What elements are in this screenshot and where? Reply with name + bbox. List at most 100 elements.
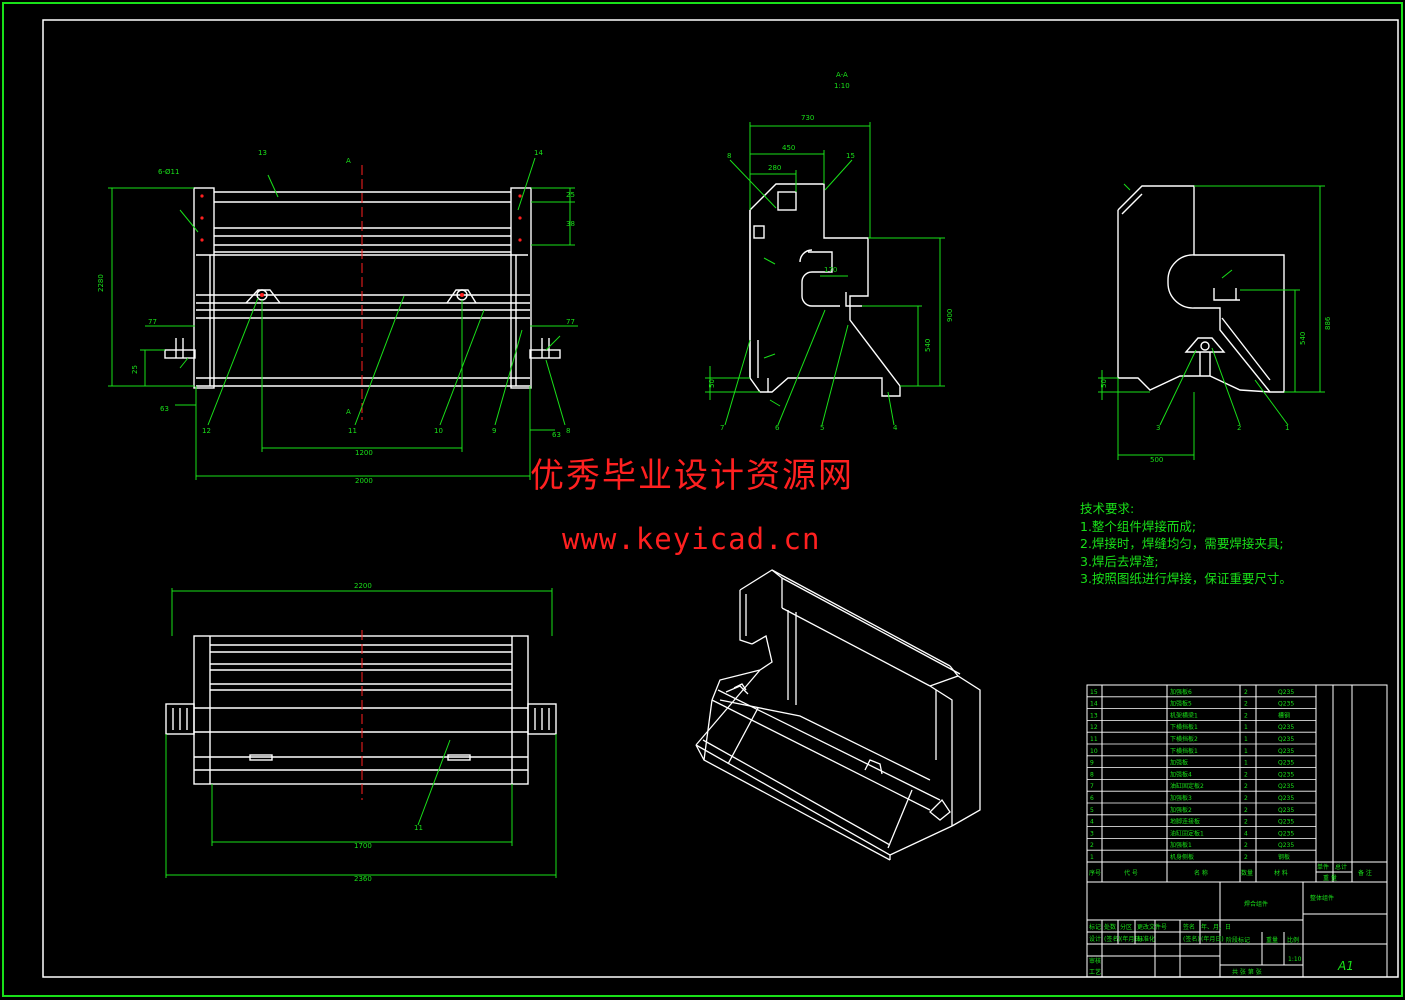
bom-cell-no: 15 bbox=[1090, 689, 1098, 696]
bom-header-mat: 材 料 bbox=[1274, 869, 1288, 877]
bom-cell-material: Q235 bbox=[1278, 724, 1294, 731]
section-mark-a-bottom: A bbox=[346, 408, 351, 416]
dim-500: 500 bbox=[1150, 456, 1163, 464]
bom-cell-no: 4 bbox=[1090, 819, 1094, 826]
dim-25-top: 25 bbox=[566, 191, 575, 199]
bom-cell-qty: 2 bbox=[1244, 689, 1248, 696]
bom-header-remark: 备 注 bbox=[1358, 869, 1372, 877]
front-dim-text: 2280 1200 2000 25 38 77 77 25 63 63 6-Ø1… bbox=[97, 149, 575, 485]
title-label4-1: 工艺 bbox=[1089, 968, 1101, 976]
bom-cell-no: 1 bbox=[1090, 854, 1094, 861]
tech-requirements: 技术要求: 1.整个组件焊接而成; 2.焊接时，焊缝均匀，需要焊接夹具; 3.焊… bbox=[1080, 500, 1292, 588]
bom-cell-qty: 4 bbox=[1244, 830, 1248, 837]
bom-cell-material: Q235 bbox=[1278, 842, 1294, 849]
bom-header-no: 序号 bbox=[1089, 869, 1101, 877]
balloon-9: 9 bbox=[492, 427, 496, 435]
tech-requirement-item: 2.焊接时，焊缝均匀，需要焊接夹具; bbox=[1080, 536, 1284, 551]
bom-cell-material: Q235 bbox=[1278, 830, 1294, 837]
balloon-side-5: 5 bbox=[820, 424, 824, 432]
title-labels5: 共 张 第 张 bbox=[1232, 968, 1262, 976]
bom-header-total: 总计 bbox=[1335, 863, 1347, 871]
title-label2-0: 设计 bbox=[1089, 935, 1101, 943]
bom-cell-no: 6 bbox=[1090, 795, 1094, 802]
bom-cell-name: 加强板1 bbox=[1170, 841, 1192, 849]
title-labels3-2: 比例 bbox=[1287, 936, 1299, 944]
bom-cell-qty: 1 bbox=[1244, 724, 1248, 731]
top-dimensions bbox=[165, 588, 557, 878]
title-label-3: 更改文件号 bbox=[1137, 923, 1167, 931]
sheet-size: A1 bbox=[1337, 959, 1354, 973]
bom-cell-no: 14 bbox=[1090, 701, 1098, 708]
dim-2360: 2360 bbox=[354, 875, 372, 883]
title-label4-0: 审核 bbox=[1089, 957, 1101, 965]
bom-header: 序号 代 号 名 称 数量 材 料 单件 总计 重 量 备 注 焊合组件 整体组… bbox=[1089, 863, 1372, 976]
bom-cell-qty: 2 bbox=[1244, 854, 1248, 861]
bom-cell-no: 13 bbox=[1090, 712, 1098, 719]
front-view bbox=[164, 187, 561, 389]
balloon-11: 11 bbox=[348, 427, 357, 435]
dim-77-right: 77 bbox=[566, 318, 575, 326]
dim-730: 730 bbox=[801, 114, 814, 122]
holes bbox=[200, 194, 522, 297]
bom-cell-material: Q235 bbox=[1278, 819, 1294, 826]
balloon-10: 10 bbox=[434, 427, 443, 435]
balloon-side-6: 6 bbox=[775, 424, 780, 432]
bom-cell-qty: 1 bbox=[1244, 736, 1248, 743]
bom-cell-material: Q235 bbox=[1278, 807, 1294, 814]
bom-cell-name: 下横挡板2 bbox=[1170, 735, 1198, 743]
title-label2-3: 标准化 bbox=[1137, 935, 1155, 943]
bom-cell-name: 加强板 bbox=[1170, 759, 1188, 767]
bom-table bbox=[1086, 684, 1388, 978]
balloon-right-2: 2 bbox=[1237, 424, 1241, 432]
bom-cell-name: 加强板5 bbox=[1170, 700, 1192, 708]
bom-header-weight: 重 量 bbox=[1323, 874, 1337, 882]
bom-cell-material: 钢板 bbox=[1278, 853, 1290, 861]
balloon-13: 13 bbox=[258, 149, 267, 157]
bom-cell-material: Q235 bbox=[1278, 748, 1294, 755]
title-label2-5: (年月日) bbox=[1201, 935, 1224, 943]
bom-cell-name: 下横挡板1 bbox=[1170, 723, 1198, 731]
dim-2200: 2200 bbox=[354, 582, 372, 590]
dim-886: 886 bbox=[1324, 316, 1332, 330]
dim-280: 280 bbox=[768, 164, 781, 172]
inner-frame bbox=[42, 19, 1399, 978]
bom-cell-no: 3 bbox=[1090, 830, 1094, 837]
balloon-8: 8 bbox=[566, 427, 570, 435]
title-part-name: 焊合组件 bbox=[1244, 900, 1268, 908]
bom-cell-material: Q235 bbox=[1278, 783, 1294, 790]
bom-header-qty: 数量 bbox=[1241, 869, 1253, 877]
bom-cell-material: Q235 bbox=[1278, 760, 1294, 767]
dim-50-right: 50 bbox=[1100, 379, 1108, 388]
bom-cell-qty: 2 bbox=[1244, 819, 1248, 826]
bom-header-unit: 单件 bbox=[1317, 863, 1329, 871]
title-drawing-no: 整体组件 bbox=[1310, 894, 1334, 902]
bom-cell-qty: 2 bbox=[1244, 783, 1248, 790]
bom-cell-qty: 2 bbox=[1244, 712, 1248, 719]
tech-requirement-item: 1.整个组件焊接而成; bbox=[1080, 518, 1197, 534]
tech-requirement-item: 3.焊后去焊渣; bbox=[1080, 553, 1159, 569]
bom-cell-no: 10 bbox=[1090, 748, 1098, 755]
dim-2280: 2280 bbox=[97, 274, 105, 292]
right-dimensions bbox=[1098, 183, 1325, 460]
bom-cell-no: 12 bbox=[1090, 724, 1098, 731]
bom-cell-name: 机身侧板 bbox=[1170, 853, 1194, 861]
bom-header-name: 名 称 bbox=[1194, 869, 1208, 877]
top-dim-text: 2200 1700 2360 11 bbox=[354, 582, 423, 883]
bom-cell-material: Q235 bbox=[1278, 771, 1294, 778]
balloon-side-8: 8 bbox=[727, 152, 731, 160]
title-label2-4: (签名) bbox=[1183, 935, 1200, 943]
title-label-0: 标记 bbox=[1089, 923, 1101, 931]
holes-note: 6-Ø11 bbox=[158, 168, 179, 176]
dim-63-right: 63 bbox=[552, 431, 561, 439]
balloon-14: 14 bbox=[534, 149, 543, 157]
title-labels3-0: 阶段标记 bbox=[1226, 936, 1250, 944]
bom-cell-qty: 2 bbox=[1244, 701, 1248, 708]
bom-cell-name: 加强板6 bbox=[1170, 688, 1192, 696]
side-view bbox=[749, 183, 901, 397]
watermark-title: 优秀毕业设计资源网 bbox=[530, 456, 854, 496]
section-scale: 1:10 bbox=[834, 82, 850, 90]
title-label2-2: (年月日) bbox=[1120, 935, 1143, 943]
bom-cell-qty: 1 bbox=[1244, 760, 1248, 767]
bom-cell-no: 9 bbox=[1090, 760, 1094, 767]
title-scale: 1:10 bbox=[1288, 956, 1302, 963]
